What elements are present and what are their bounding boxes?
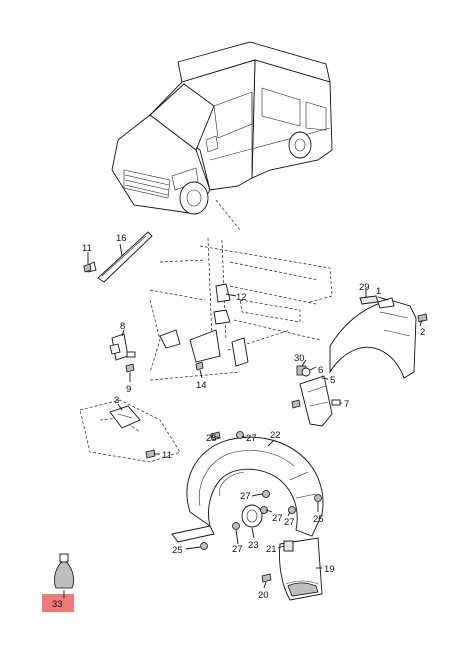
callout-27e: 27 <box>232 544 243 555</box>
part-8-hinge[interactable] <box>109 333 136 361</box>
callout-9: 9 <box>126 384 131 395</box>
callout-2: 2 <box>420 327 425 338</box>
part-1-fender[interactable] <box>329 297 417 379</box>
small-fasteners[interactable] <box>296 365 341 406</box>
callout-25b: 25 <box>313 514 324 525</box>
callout-1: 1 <box>376 286 381 297</box>
callout-27c: 27 <box>272 513 283 524</box>
callout-20: 20 <box>258 590 269 601</box>
callout-3: 3 <box>114 395 119 406</box>
part-33-highlight <box>42 594 74 612</box>
leader-van <box>215 199 241 231</box>
callout-22: 22 <box>270 430 281 441</box>
part-19-mudflap[interactable] <box>279 537 323 601</box>
callout-12: 12 <box>236 292 247 303</box>
center-pillar[interactable] <box>159 329 249 367</box>
leader-lines <box>63 243 423 598</box>
callout-21: 21 <box>266 544 277 555</box>
part-23-grommet[interactable] <box>241 504 263 528</box>
part-33-grease-tube[interactable] <box>42 553 74 612</box>
callout-27a: 27 <box>246 433 257 444</box>
callout-6: 6 <box>318 365 323 376</box>
callout-labels: 16 11 12 8 9 14 29 1 2 30 6 5 7 3 11 25 … <box>52 233 425 610</box>
part-3-bracket[interactable] <box>109 405 141 429</box>
callout-25a: 25 <box>206 433 217 444</box>
callout-19: 19 <box>324 564 335 575</box>
callout-14: 14 <box>196 380 207 391</box>
callout-33: 33 <box>52 599 63 610</box>
screws[interactable] <box>83 263 428 583</box>
callout-23: 23 <box>248 540 259 551</box>
part-29-clip[interactable] <box>359 295 379 305</box>
callout-5: 5 <box>330 375 335 386</box>
callout-8: 8 <box>120 321 125 332</box>
callout-16: 16 <box>116 233 127 244</box>
part-5-bracket[interactable] <box>299 375 333 427</box>
part-21-plug[interactable] <box>283 540 294 552</box>
callout-27d: 27 <box>284 517 295 528</box>
van-illustration <box>111 41 333 215</box>
callout-25c: 25 <box>172 545 183 556</box>
part-12-bracket[interactable] <box>213 283 231 325</box>
callout-11b: 11 <box>162 450 172 461</box>
callout-11: 11 <box>82 243 92 254</box>
callout-7: 7 <box>344 399 349 410</box>
part-22-wheel-liner[interactable] <box>171 436 324 543</box>
callout-27b: 27 <box>240 491 251 502</box>
callout-29: 29 <box>359 282 370 293</box>
callout-30: 30 <box>294 353 305 364</box>
